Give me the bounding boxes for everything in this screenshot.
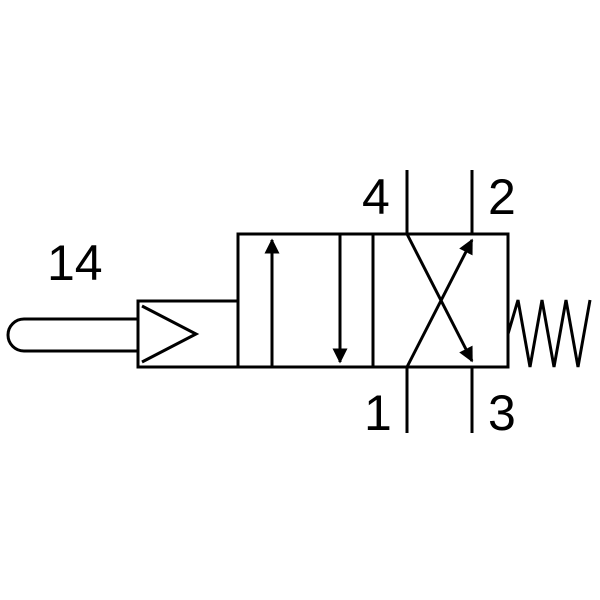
port-1-label: 1 — [364, 385, 392, 441]
pilot-triangle — [141, 304, 200, 364]
return-spring — [506, 299, 592, 368]
port-3-label: 3 — [488, 385, 516, 441]
port-4-label: 4 — [362, 169, 390, 225]
flow-arrow-1-to-2 — [405, 238, 474, 368]
flow-arrow-4-to-3 — [405, 233, 474, 363]
port-2-label: 2 — [488, 169, 516, 225]
plunger-rod — [6, 317, 138, 353]
pilot-port-label: 14 — [47, 235, 103, 291]
